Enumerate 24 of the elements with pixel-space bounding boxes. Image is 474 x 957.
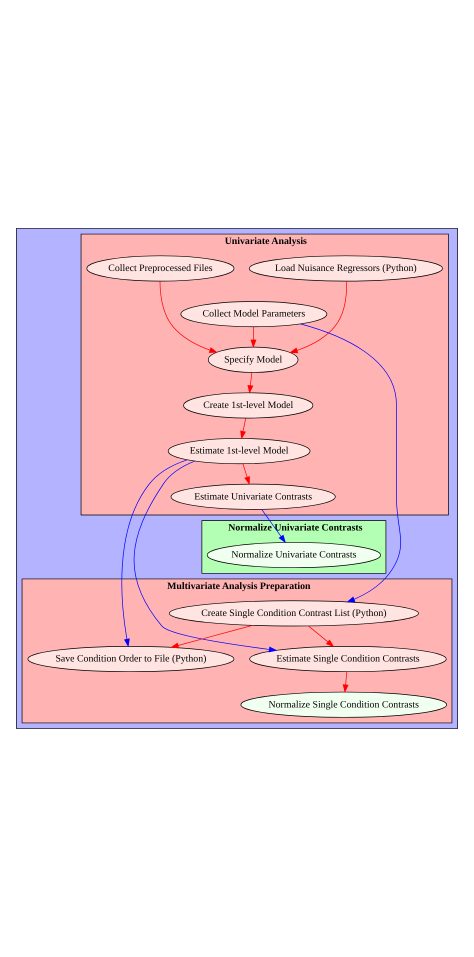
arrow — [289, 280, 348, 354]
arrow — [342, 671, 349, 693]
arrow — [261, 509, 286, 544]
arrow — [300, 324, 401, 602]
arrow — [308, 626, 334, 648]
arrow — [242, 464, 250, 485]
arrow — [240, 418, 246, 440]
arrow — [160, 280, 218, 353]
node-ellipse: Estimate Univariate Contrasts — [170, 484, 336, 510]
node-ellipse: Collect Model Parameters — [180, 301, 328, 328]
arrow — [250, 326, 256, 348]
arrow — [170, 625, 253, 648]
node-ellipse: Save Condition Order to File (Python) — [27, 646, 234, 672]
node-ellipse: Normalize Univariate Contrasts — [206, 542, 381, 568]
node-ellipse: Create Single Condition Contrast List (Python) — [168, 600, 419, 626]
arrow — [247, 372, 254, 394]
node-ellipse: Collect Preprocessed Files — [86, 255, 234, 282]
node-ellipse: Estimate 1st-level Model — [168, 438, 310, 464]
arrow — [121, 459, 188, 648]
cluster — [16, 228, 458, 729]
node-ellipse: Create 1st-level Model — [183, 392, 314, 418]
node-ellipse: Load Nuisance Regressors (Python) — [248, 255, 443, 282]
node-ellipse: Normalize Single Condition Contrasts — [240, 692, 448, 718]
arrow — [134, 460, 278, 652]
